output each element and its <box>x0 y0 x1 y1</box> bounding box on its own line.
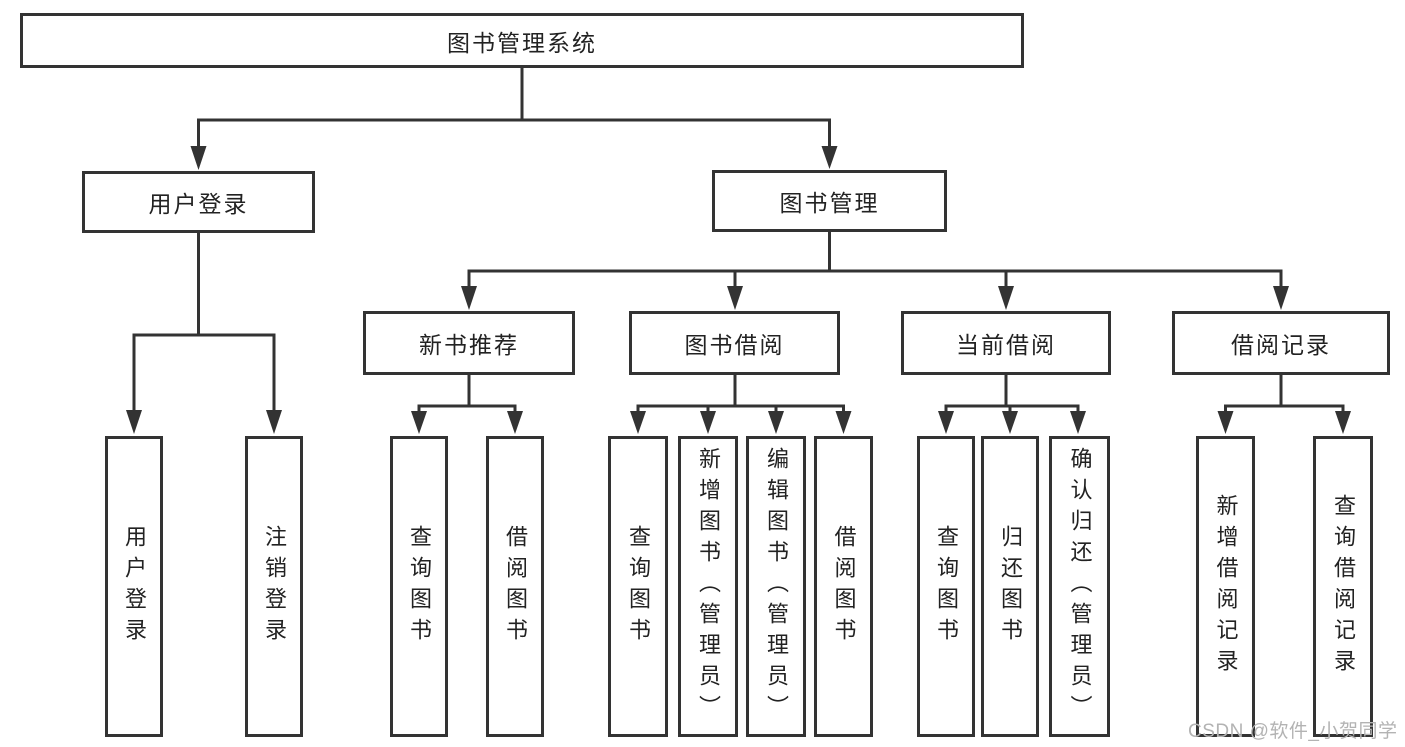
leaf-logout-login-label: 注销登录 <box>262 524 287 649</box>
node-book-borrow-label: 图书借阅 <box>684 332 785 358</box>
node-new-book-recommend-label: 新书推荐 <box>419 332 519 358</box>
leaf-current-query-book: 查询图书 <box>917 436 975 737</box>
leaf-borrow-query-book: 查询图书 <box>608 436 668 737</box>
node-current-borrow-label: 当前借阅 <box>956 332 1056 358</box>
leaf-borrow-borrow-book-label: 借阅图书 <box>831 524 857 649</box>
leaf-borrow-query-book-label: 查询图书 <box>626 524 651 649</box>
leaf-borrow-add-book-admin: 新增图书（管理员） <box>678 436 738 737</box>
leaf-records-add-record: 新增借阅记录 <box>1196 436 1255 737</box>
leaf-current-return-book: 归还图书 <box>981 436 1039 737</box>
node-user-login: 用户登录 <box>82 171 315 233</box>
node-book-management-label: 图书管理 <box>779 190 880 216</box>
node-root: 图书管理系统 <box>20 13 1024 68</box>
node-current-borrow: 当前借阅 <box>901 311 1111 375</box>
leaf-current-return-book-label: 归还图书 <box>998 524 1023 649</box>
leaf-borrow-edit-book-admin-label: 编辑图书（管理员） <box>764 447 789 726</box>
leaf-borrow-add-book-admin-label: 新增图书（管理员） <box>696 447 721 726</box>
node-new-book-recommend: 新书推荐 <box>363 311 575 375</box>
leaf-recommend-query-book: 查询图书 <box>390 436 448 737</box>
leaf-user-login: 用户登录 <box>105 436 163 737</box>
node-book-borrow: 图书借阅 <box>629 311 840 375</box>
leaf-current-confirm-return-admin: 确认归还（管理员） <box>1049 436 1110 737</box>
leaf-logout-login: 注销登录 <box>245 436 303 737</box>
leaf-borrow-borrow-book: 借阅图书 <box>814 436 873 737</box>
leaf-current-query-book-label: 查询图书 <box>934 524 959 649</box>
leaf-recommend-borrow-book-label: 借阅图书 <box>503 524 528 649</box>
leaf-borrow-edit-book-admin: 编辑图书（管理员） <box>746 436 806 737</box>
leaf-current-confirm-return-admin-label: 确认归还（管理员） <box>1067 447 1093 726</box>
leaf-records-query-record-label: 查询借阅记录 <box>1331 493 1356 680</box>
node-book-management: 图书管理 <box>712 170 947 232</box>
leaf-recommend-borrow-book: 借阅图书 <box>486 436 544 737</box>
leaf-records-query-record: 查询借阅记录 <box>1313 436 1373 737</box>
node-root-label: 图书管理系统 <box>447 29 597 56</box>
leaf-recommend-query-book-label: 查询图书 <box>407 524 432 649</box>
csdn-watermark: CSDN @软件_小贺同学 <box>1188 721 1398 742</box>
leaf-records-add-record-label: 新增借阅记录 <box>1213 493 1239 680</box>
node-user-login-label: 用户登录 <box>148 191 249 217</box>
leaf-user-login-label: 用户登录 <box>122 524 147 649</box>
node-borrow-records-label: 借阅记录 <box>1231 332 1331 358</box>
node-borrow-records: 借阅记录 <box>1172 311 1390 375</box>
